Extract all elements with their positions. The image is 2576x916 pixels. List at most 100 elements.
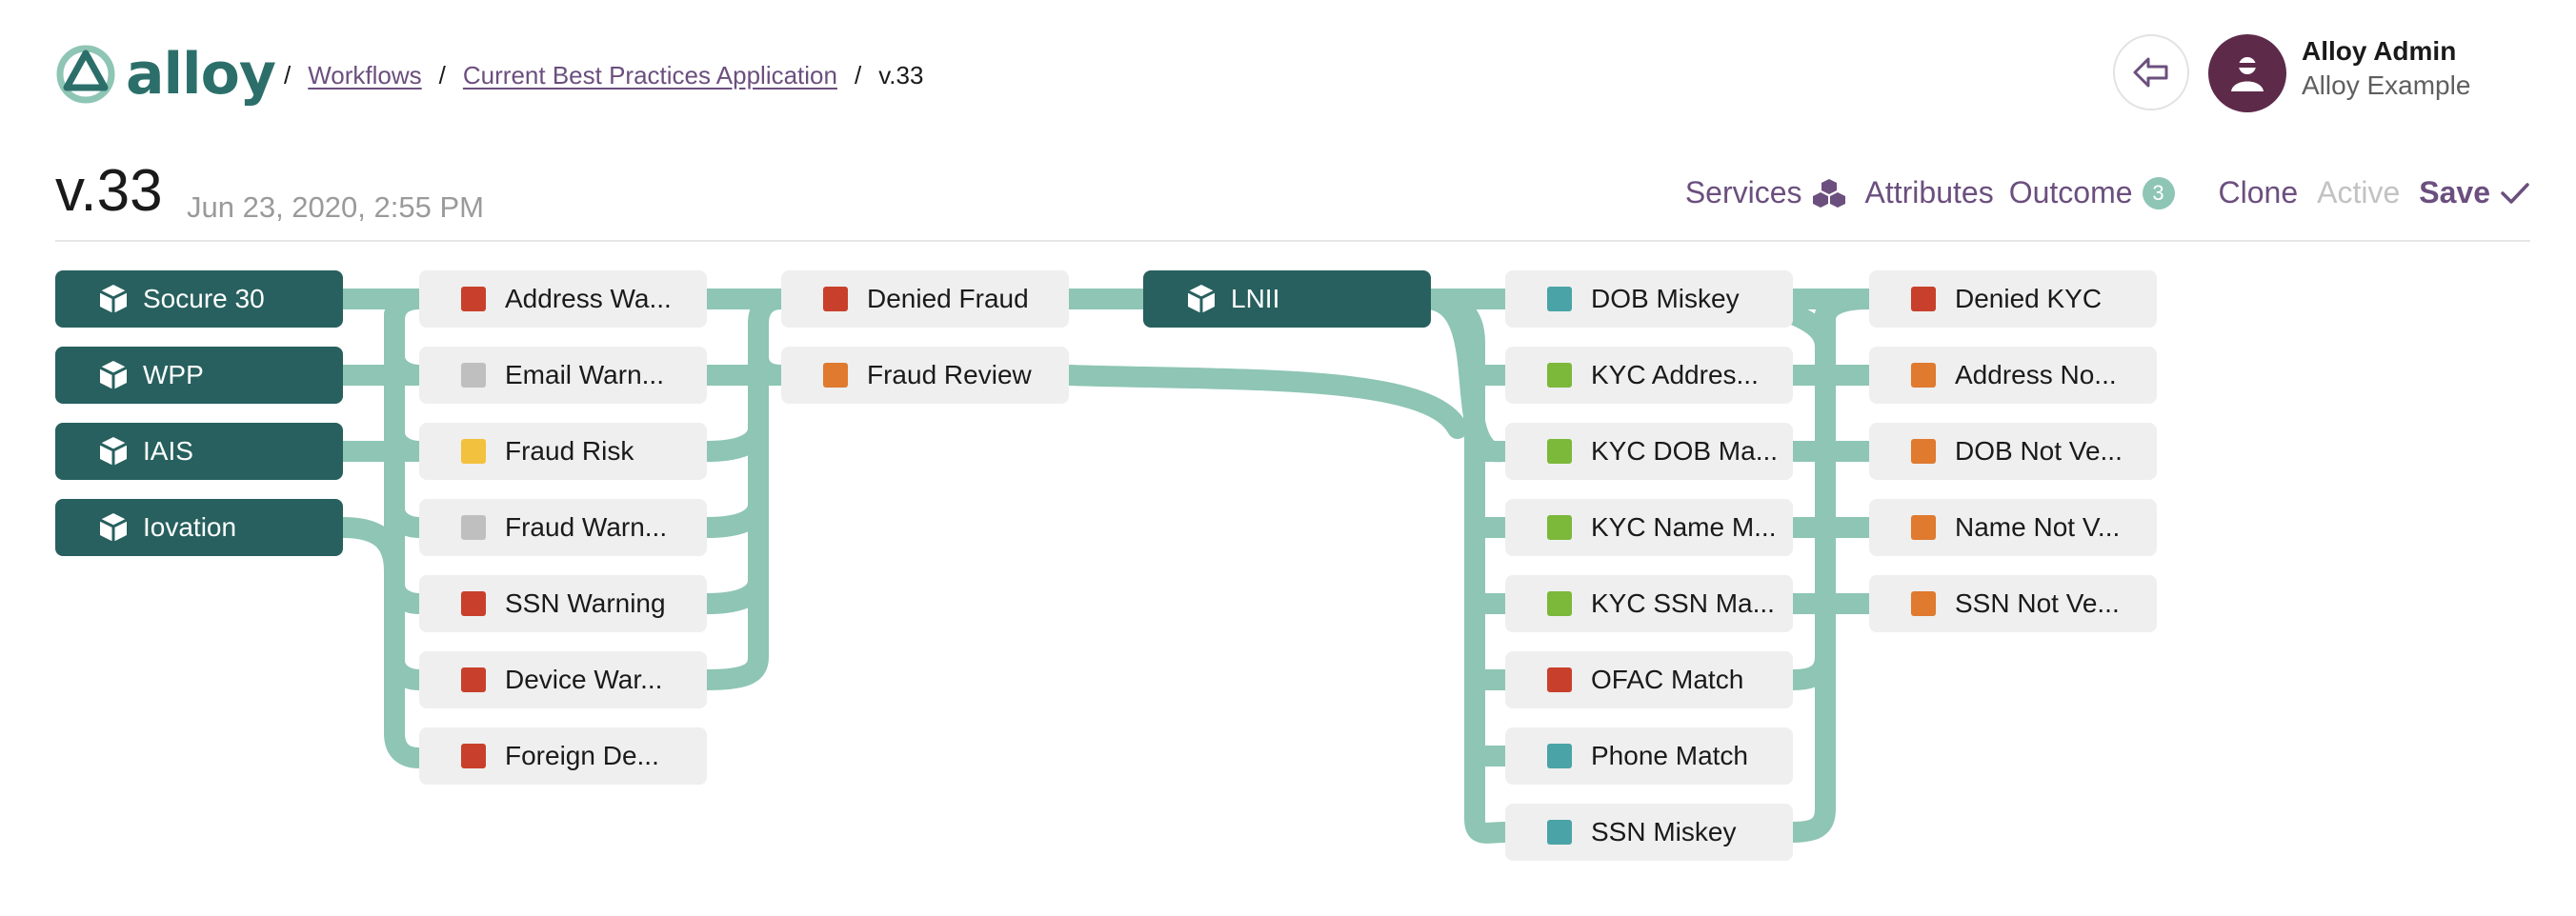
tag-node[interactable]: SSN Warning	[419, 575, 707, 632]
node-label: Denied KYC	[1955, 284, 2103, 313]
save-label: Save	[2419, 175, 2490, 209]
attributes-button[interactable]: Attributes	[1864, 175, 1994, 209]
service-node-iais[interactable]: IAIS	[55, 423, 343, 480]
node-label: Fraud Warn...	[505, 512, 668, 542]
workflow-version-title: v.33	[55, 158, 163, 224]
node-label: Address No...	[1955, 360, 2117, 389]
services-button[interactable]: Services	[1685, 175, 1846, 210]
node-label: DOB Not Ve...	[1955, 436, 2123, 466]
node-label: Denied Fraud	[867, 284, 1029, 313]
tag-node[interactable]: KYC DOB Ma...	[1505, 423, 1793, 480]
checkmark-icon	[2501, 182, 2529, 204]
tag-node[interactable]: DOB Miskey	[1505, 270, 1793, 328]
color-swatch	[461, 667, 486, 692]
tag-node[interactable]: Device War...	[419, 651, 707, 708]
breadcrumb-application-link[interactable]: Current Best Practices Application	[462, 61, 837, 90]
color-swatch	[461, 363, 486, 388]
tag-node[interactable]: Email Warn...	[419, 347, 707, 404]
outcome-node[interactable]: Name Not V...	[1869, 499, 2157, 556]
outcome-node[interactable]: Fraud Review	[781, 347, 1069, 404]
outcome-node[interactable]: Denied Fraud	[781, 270, 1069, 328]
outcome-node[interactable]: SSN Not Ve...	[1869, 575, 2157, 632]
user-avatar[interactable]	[2208, 34, 2286, 112]
node-label: DOB Miskey	[1591, 284, 1740, 313]
tag-node[interactable]: Fraud Warn...	[419, 499, 707, 556]
service-node-lnii[interactable]: LNII	[1143, 270, 1431, 328]
service-node-wpp[interactable]: WPP	[55, 347, 343, 404]
service-node-socure[interactable]: Socure 30	[55, 270, 343, 328]
color-swatch	[1911, 439, 1936, 464]
color-swatch	[461, 744, 486, 768]
node-label: KYC Addres...	[1591, 360, 1759, 389]
color-swatch	[1547, 591, 1572, 616]
cube-icon	[1185, 283, 1218, 315]
node-label: OFAC Match	[1591, 665, 1744, 694]
workflow-toolbar: Services Attributes Outcome 3 Clone Acti…	[1685, 175, 2530, 210]
node-label: SSN Not Ve...	[1955, 588, 2120, 618]
node-label: Phone Match	[1591, 741, 1748, 770]
node-label: Address Wa...	[505, 284, 672, 313]
color-swatch	[461, 287, 486, 311]
services-label: Services	[1684, 175, 1802, 209]
breadcrumb-separator: /	[284, 61, 292, 90]
tag-node[interactable]: SSN Miskey	[1505, 804, 1793, 861]
back-arrow-icon	[2133, 57, 2168, 88]
color-swatch	[1547, 667, 1572, 692]
node-label: Foreign De...	[505, 741, 659, 770]
service-label: LNII	[1231, 284, 1280, 313]
cube-icon	[97, 435, 130, 468]
node-label: KYC Name M...	[1591, 512, 1777, 542]
outcome-node[interactable]: Denied KYC	[1869, 270, 2157, 328]
color-swatch	[1547, 363, 1572, 388]
tag-node[interactable]: KYC Name M...	[1505, 499, 1793, 556]
service-label: Iovation	[143, 512, 237, 542]
breadcrumb-workflows-link[interactable]: Workflows	[308, 61, 422, 90]
breadcrumb: / Workflows / Current Best Practices App…	[267, 61, 923, 90]
color-swatch	[1911, 363, 1936, 388]
color-swatch	[823, 363, 848, 388]
service-node-iovation[interactable]: Iovation	[55, 499, 343, 556]
color-swatch	[461, 515, 486, 540]
color-swatch	[461, 439, 486, 464]
cubes-icon	[1812, 178, 1845, 208]
tag-node[interactable]: KYC SSN Ma...	[1505, 575, 1793, 632]
outcome-label: Outcome	[2008, 175, 2133, 209]
tag-node[interactable]: Phone Match	[1505, 727, 1793, 785]
cube-icon	[97, 359, 130, 391]
tag-node[interactable]: Foreign De...	[419, 727, 707, 785]
color-swatch	[1547, 439, 1572, 464]
save-button[interactable]: Save	[2419, 175, 2530, 210]
tag-node[interactable]: OFAC Match	[1505, 651, 1793, 708]
alloy-logo-icon	[56, 45, 115, 104]
alloy-logo[interactable]: alloy	[55, 41, 276, 108]
cube-icon	[97, 283, 130, 315]
user-avatar-icon	[2231, 57, 2264, 91]
workflow-date: Jun 23, 2020, 2:55 PM	[187, 190, 484, 224]
service-label: IAIS	[143, 436, 193, 466]
node-label: KYC SSN Ma...	[1591, 588, 1775, 618]
color-swatch	[823, 287, 848, 311]
service-label: WPP	[143, 360, 204, 389]
node-label: Name Not V...	[1955, 512, 2121, 542]
active-button[interactable]: Active	[2317, 175, 2401, 209]
outcome-node[interactable]: DOB Not Ve...	[1869, 423, 2157, 480]
brand-name: alloy	[126, 41, 276, 108]
color-swatch	[1547, 515, 1572, 540]
color-swatch	[1911, 591, 1936, 616]
node-label: SSN Miskey	[1591, 817, 1737, 846]
user-org: Alloy Example	[2302, 70, 2471, 100]
outcome-button[interactable]: Outcome 3	[2009, 175, 2175, 210]
back-button[interactable]	[2113, 34, 2189, 110]
color-swatch	[1911, 287, 1936, 311]
breadcrumb-separator: /	[854, 61, 862, 90]
outcome-node[interactable]: Address No...	[1869, 347, 2157, 404]
color-swatch	[1547, 820, 1572, 845]
node-label: Device War...	[505, 665, 663, 694]
tag-node[interactable]: Address Wa...	[419, 270, 707, 328]
tag-node[interactable]: KYC Addres...	[1505, 347, 1793, 404]
header-divider	[55, 240, 2530, 242]
tag-node[interactable]: Fraud Risk	[419, 423, 707, 480]
clone-button[interactable]: Clone	[2218, 175, 2299, 209]
cube-icon	[97, 511, 130, 544]
